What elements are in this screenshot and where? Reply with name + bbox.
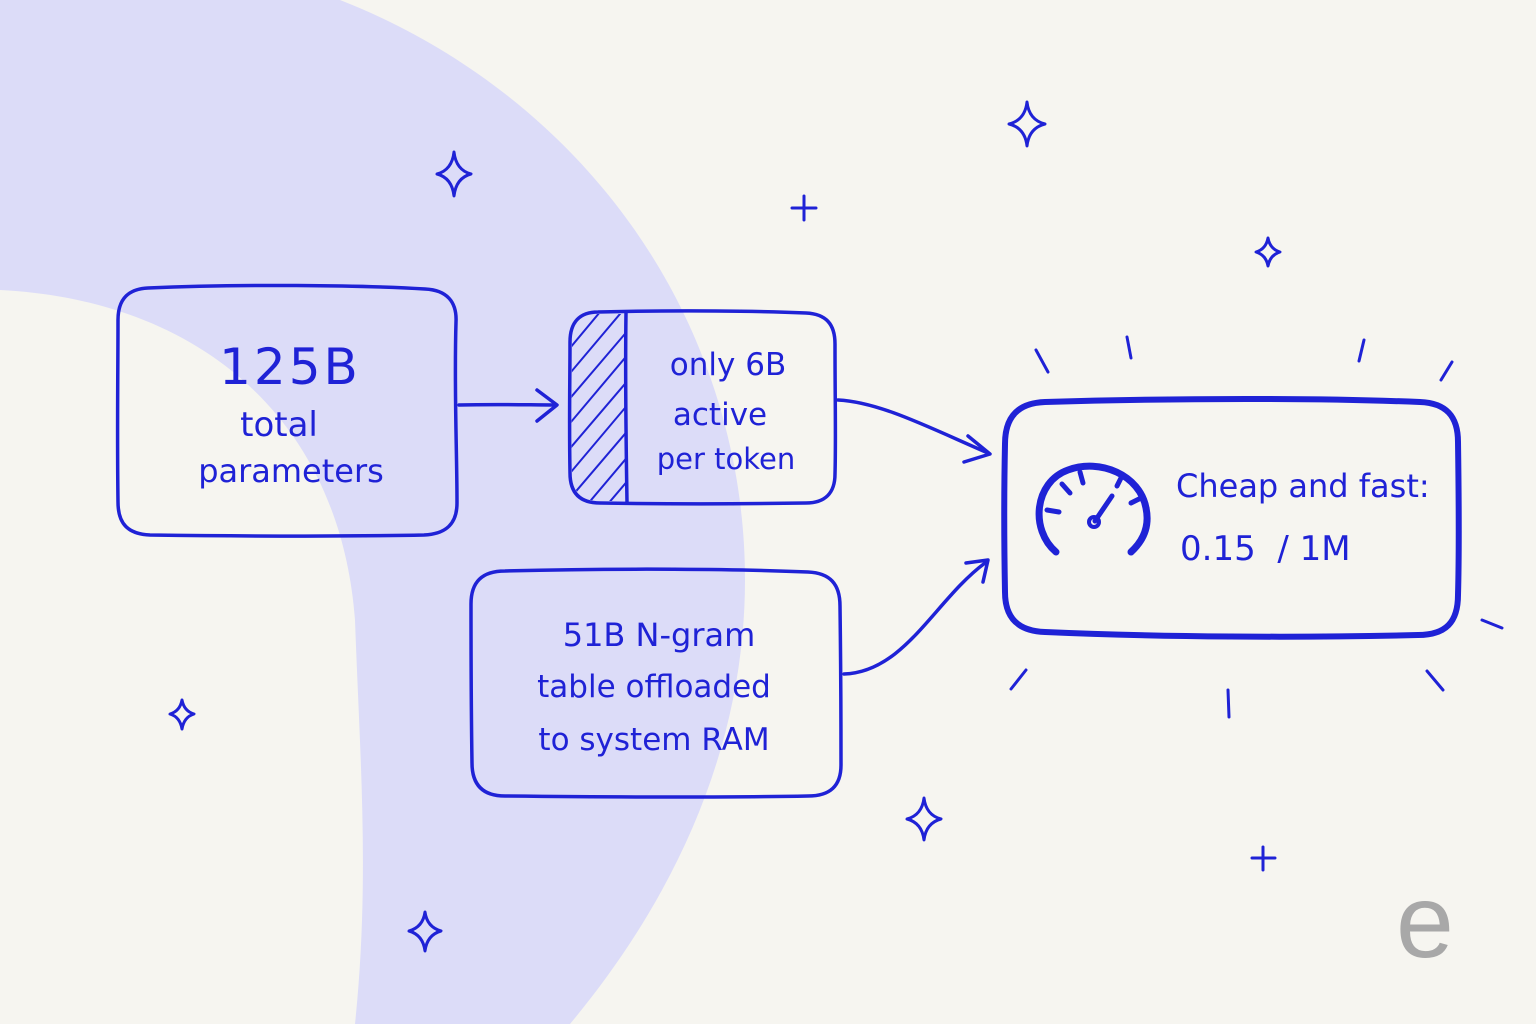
sparkle-icon — [407, 910, 443, 953]
ngram-line3: to system RAM — [538, 722, 770, 758]
arrow-icon — [964, 558, 990, 584]
burst-lines — [1009, 335, 1504, 719]
active-line2: active — [672, 397, 768, 433]
total-parameters-line2: parameters — [198, 452, 384, 490]
active-divider — [623, 311, 629, 504]
active-line1: only 6B — [669, 347, 787, 383]
arrow-active-to-result — [836, 398, 990, 455]
plus-icon — [1250, 845, 1277, 872]
arrow-icon — [535, 388, 559, 423]
total-parameters-value: 125B — [219, 338, 361, 396]
arrow-icon — [962, 434, 992, 464]
background-blob — [0, 0, 746, 1024]
result-box — [1001, 396, 1462, 640]
result-line2: 0.15 / 1M — [1180, 529, 1351, 569]
sparkle-icon — [1254, 236, 1282, 268]
ngram-line1: 51B N-gram — [562, 616, 756, 654]
total-parameters-box — [115, 283, 459, 538]
speedometer-icon — [1035, 462, 1151, 556]
sparkle-icon — [168, 698, 196, 731]
sparkle-icon — [1007, 100, 1047, 148]
arrow-ngram-to-result — [842, 561, 987, 676]
brand-logo: e — [1396, 864, 1454, 980]
sparkle-icon — [905, 796, 943, 842]
active-line3: per token — [656, 442, 796, 476]
active-per-token-box — [567, 309, 838, 506]
plus-icon — [790, 194, 818, 222]
ngram-table-box — [469, 567, 843, 799]
result-line1: Cheap and fast: — [1176, 467, 1430, 505]
sparkle-icon — [435, 150, 473, 198]
ngram-line2: table offloaded — [537, 669, 771, 705]
total-parameters-line1: total — [240, 405, 318, 445]
